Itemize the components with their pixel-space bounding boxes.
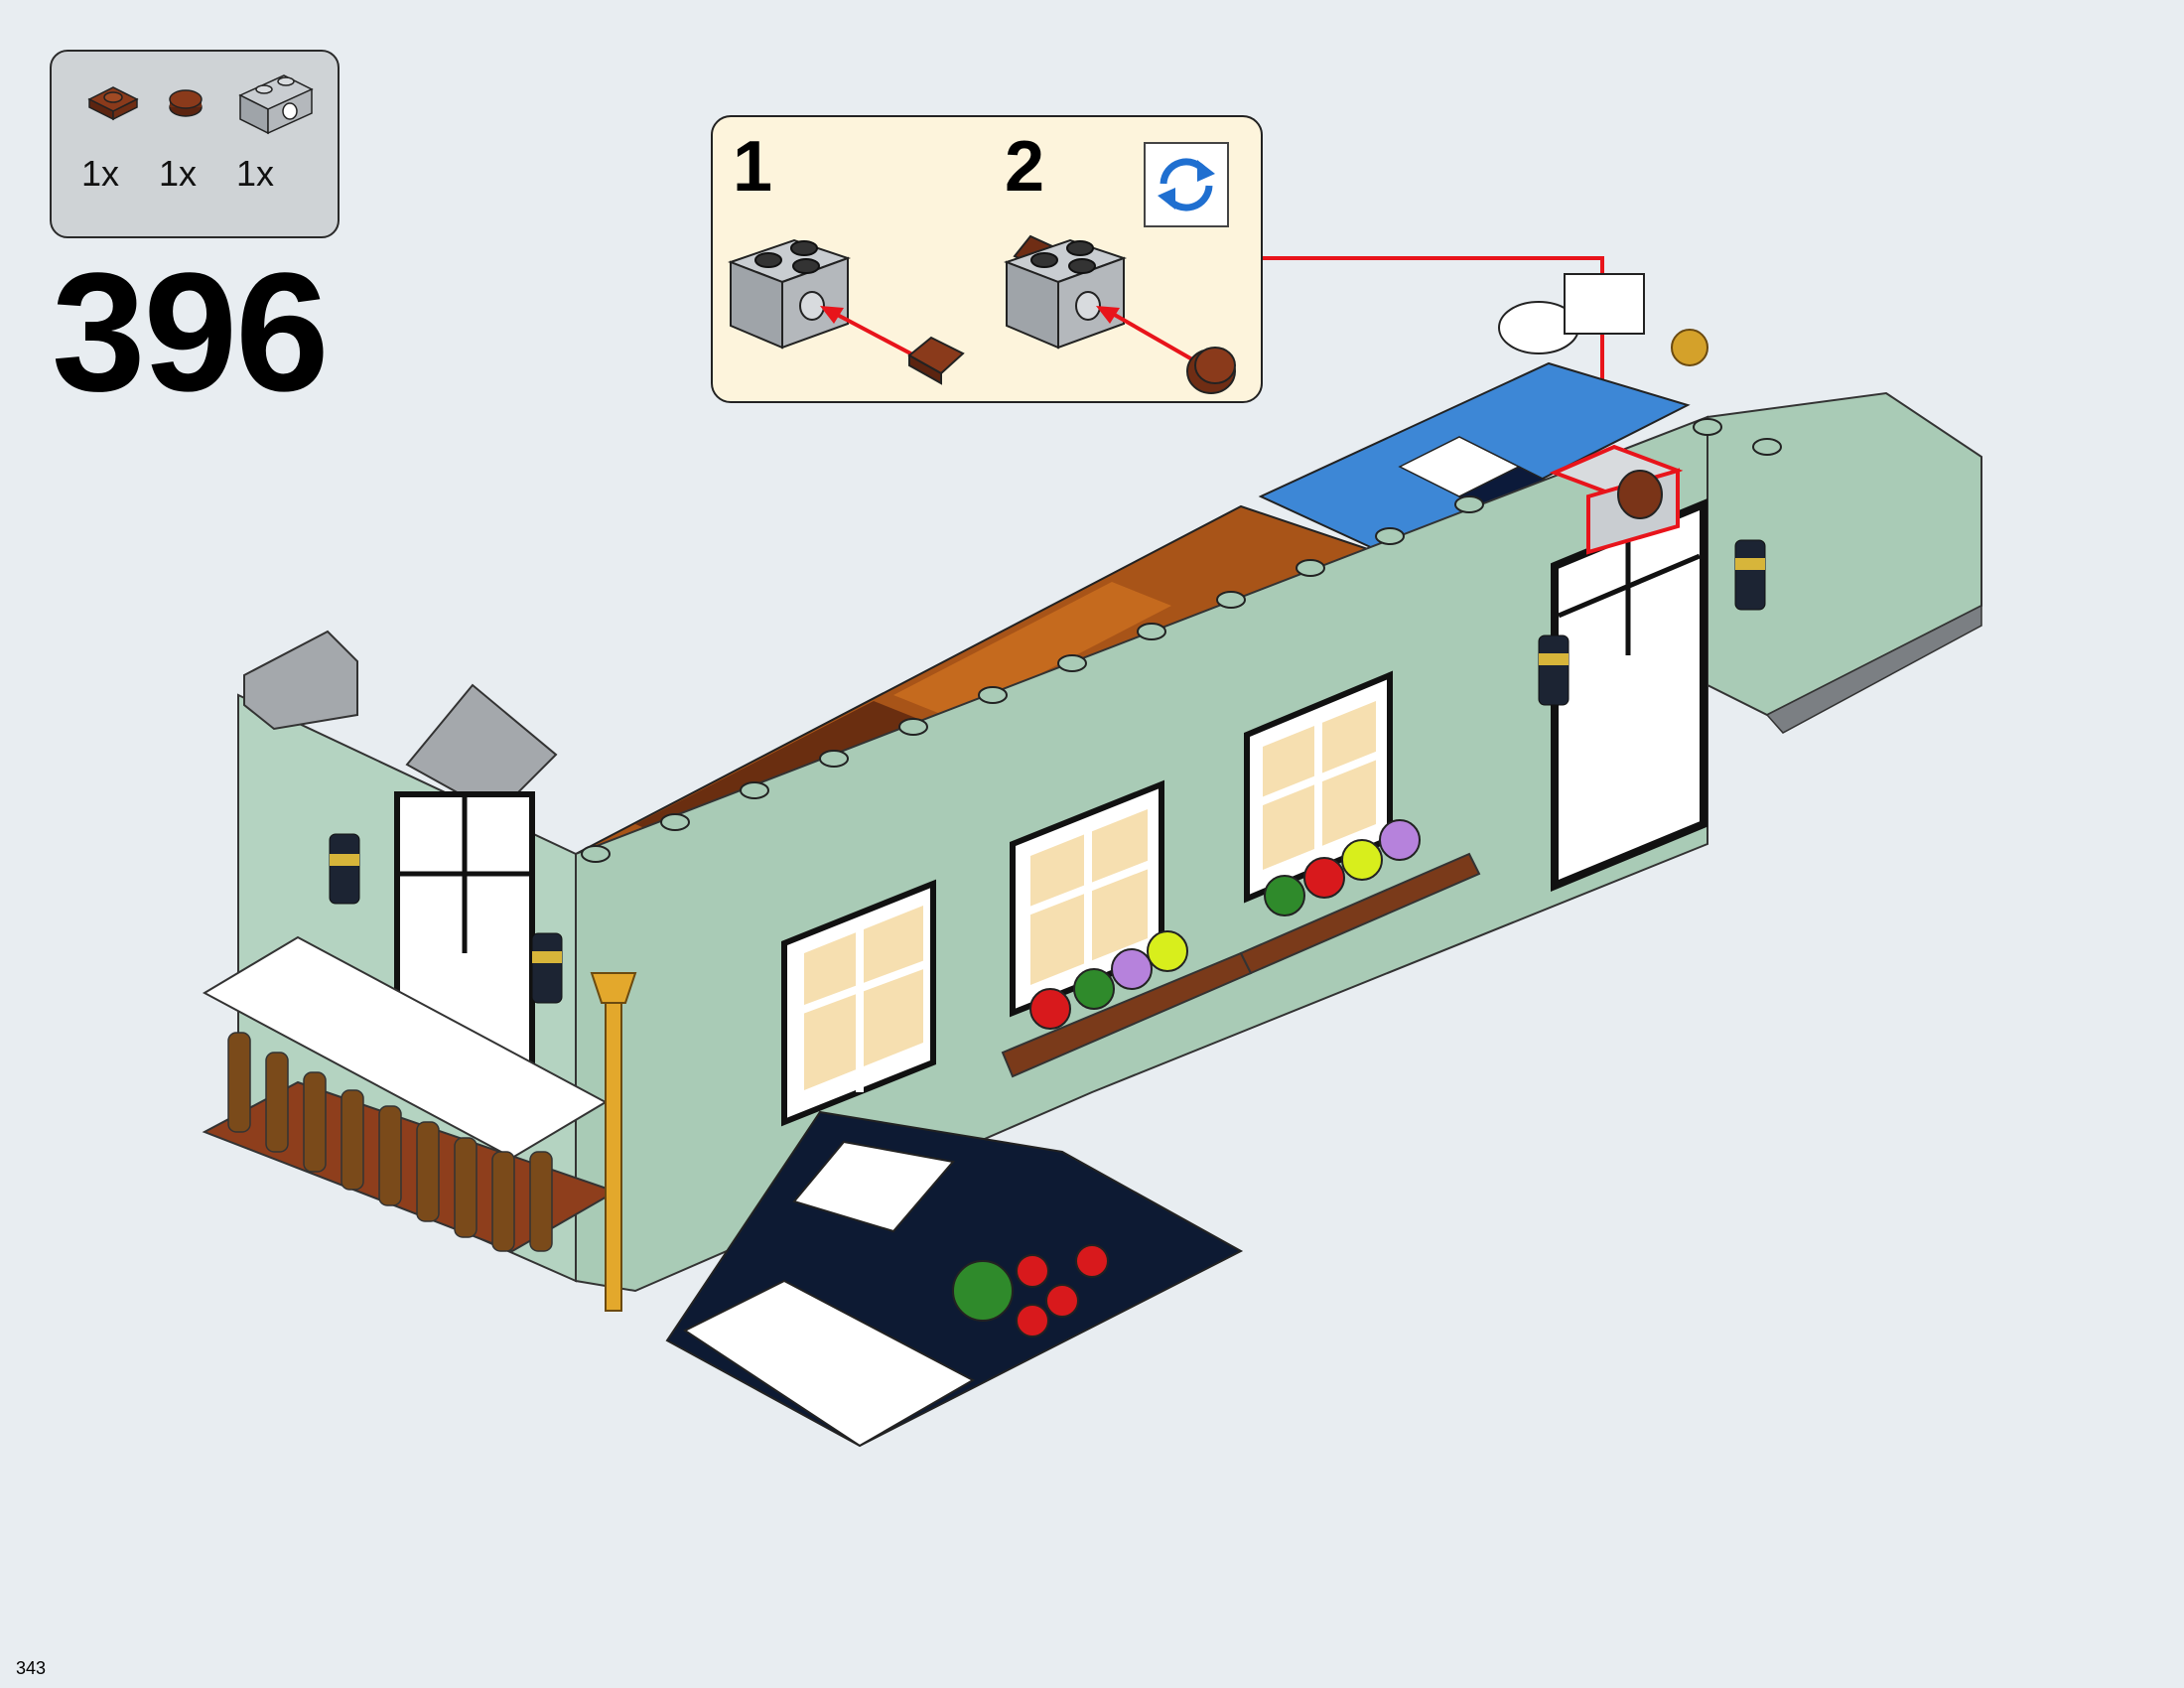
berry-bush <box>952 1244 1109 1337</box>
parts-list-callout: 1x 1x 1x <box>50 50 340 238</box>
substep-1-illustration <box>728 238 965 385</box>
rooftop-details <box>1498 273 1708 366</box>
brown-plate-1x1-icon <box>83 70 143 134</box>
balcony-balusters <box>227 1032 553 1252</box>
part-qty-3: 1x <box>236 153 275 194</box>
rotate-model-icon <box>1144 142 1229 227</box>
wall-top-studs <box>581 418 1782 863</box>
part-qty-2: 1x <box>159 153 198 194</box>
substep-1-number: 1 <box>733 127 773 207</box>
step-number: 396 <box>52 238 330 427</box>
lamp-post <box>605 982 622 1312</box>
page-number: 343 <box>16 1658 47 1678</box>
flower-boxes <box>1001 819 1481 1078</box>
wall-lanterns <box>329 539 1766 1004</box>
substep-2-illustration <box>1004 234 1236 394</box>
substep-callout: 1 2 <box>711 115 1263 403</box>
gray-technic-brick-icon <box>236 62 316 146</box>
brown-round-tile-icon <box>161 70 210 134</box>
substep-2-number: 2 <box>1005 127 1045 207</box>
part-qty-1: 1x <box>81 153 120 194</box>
